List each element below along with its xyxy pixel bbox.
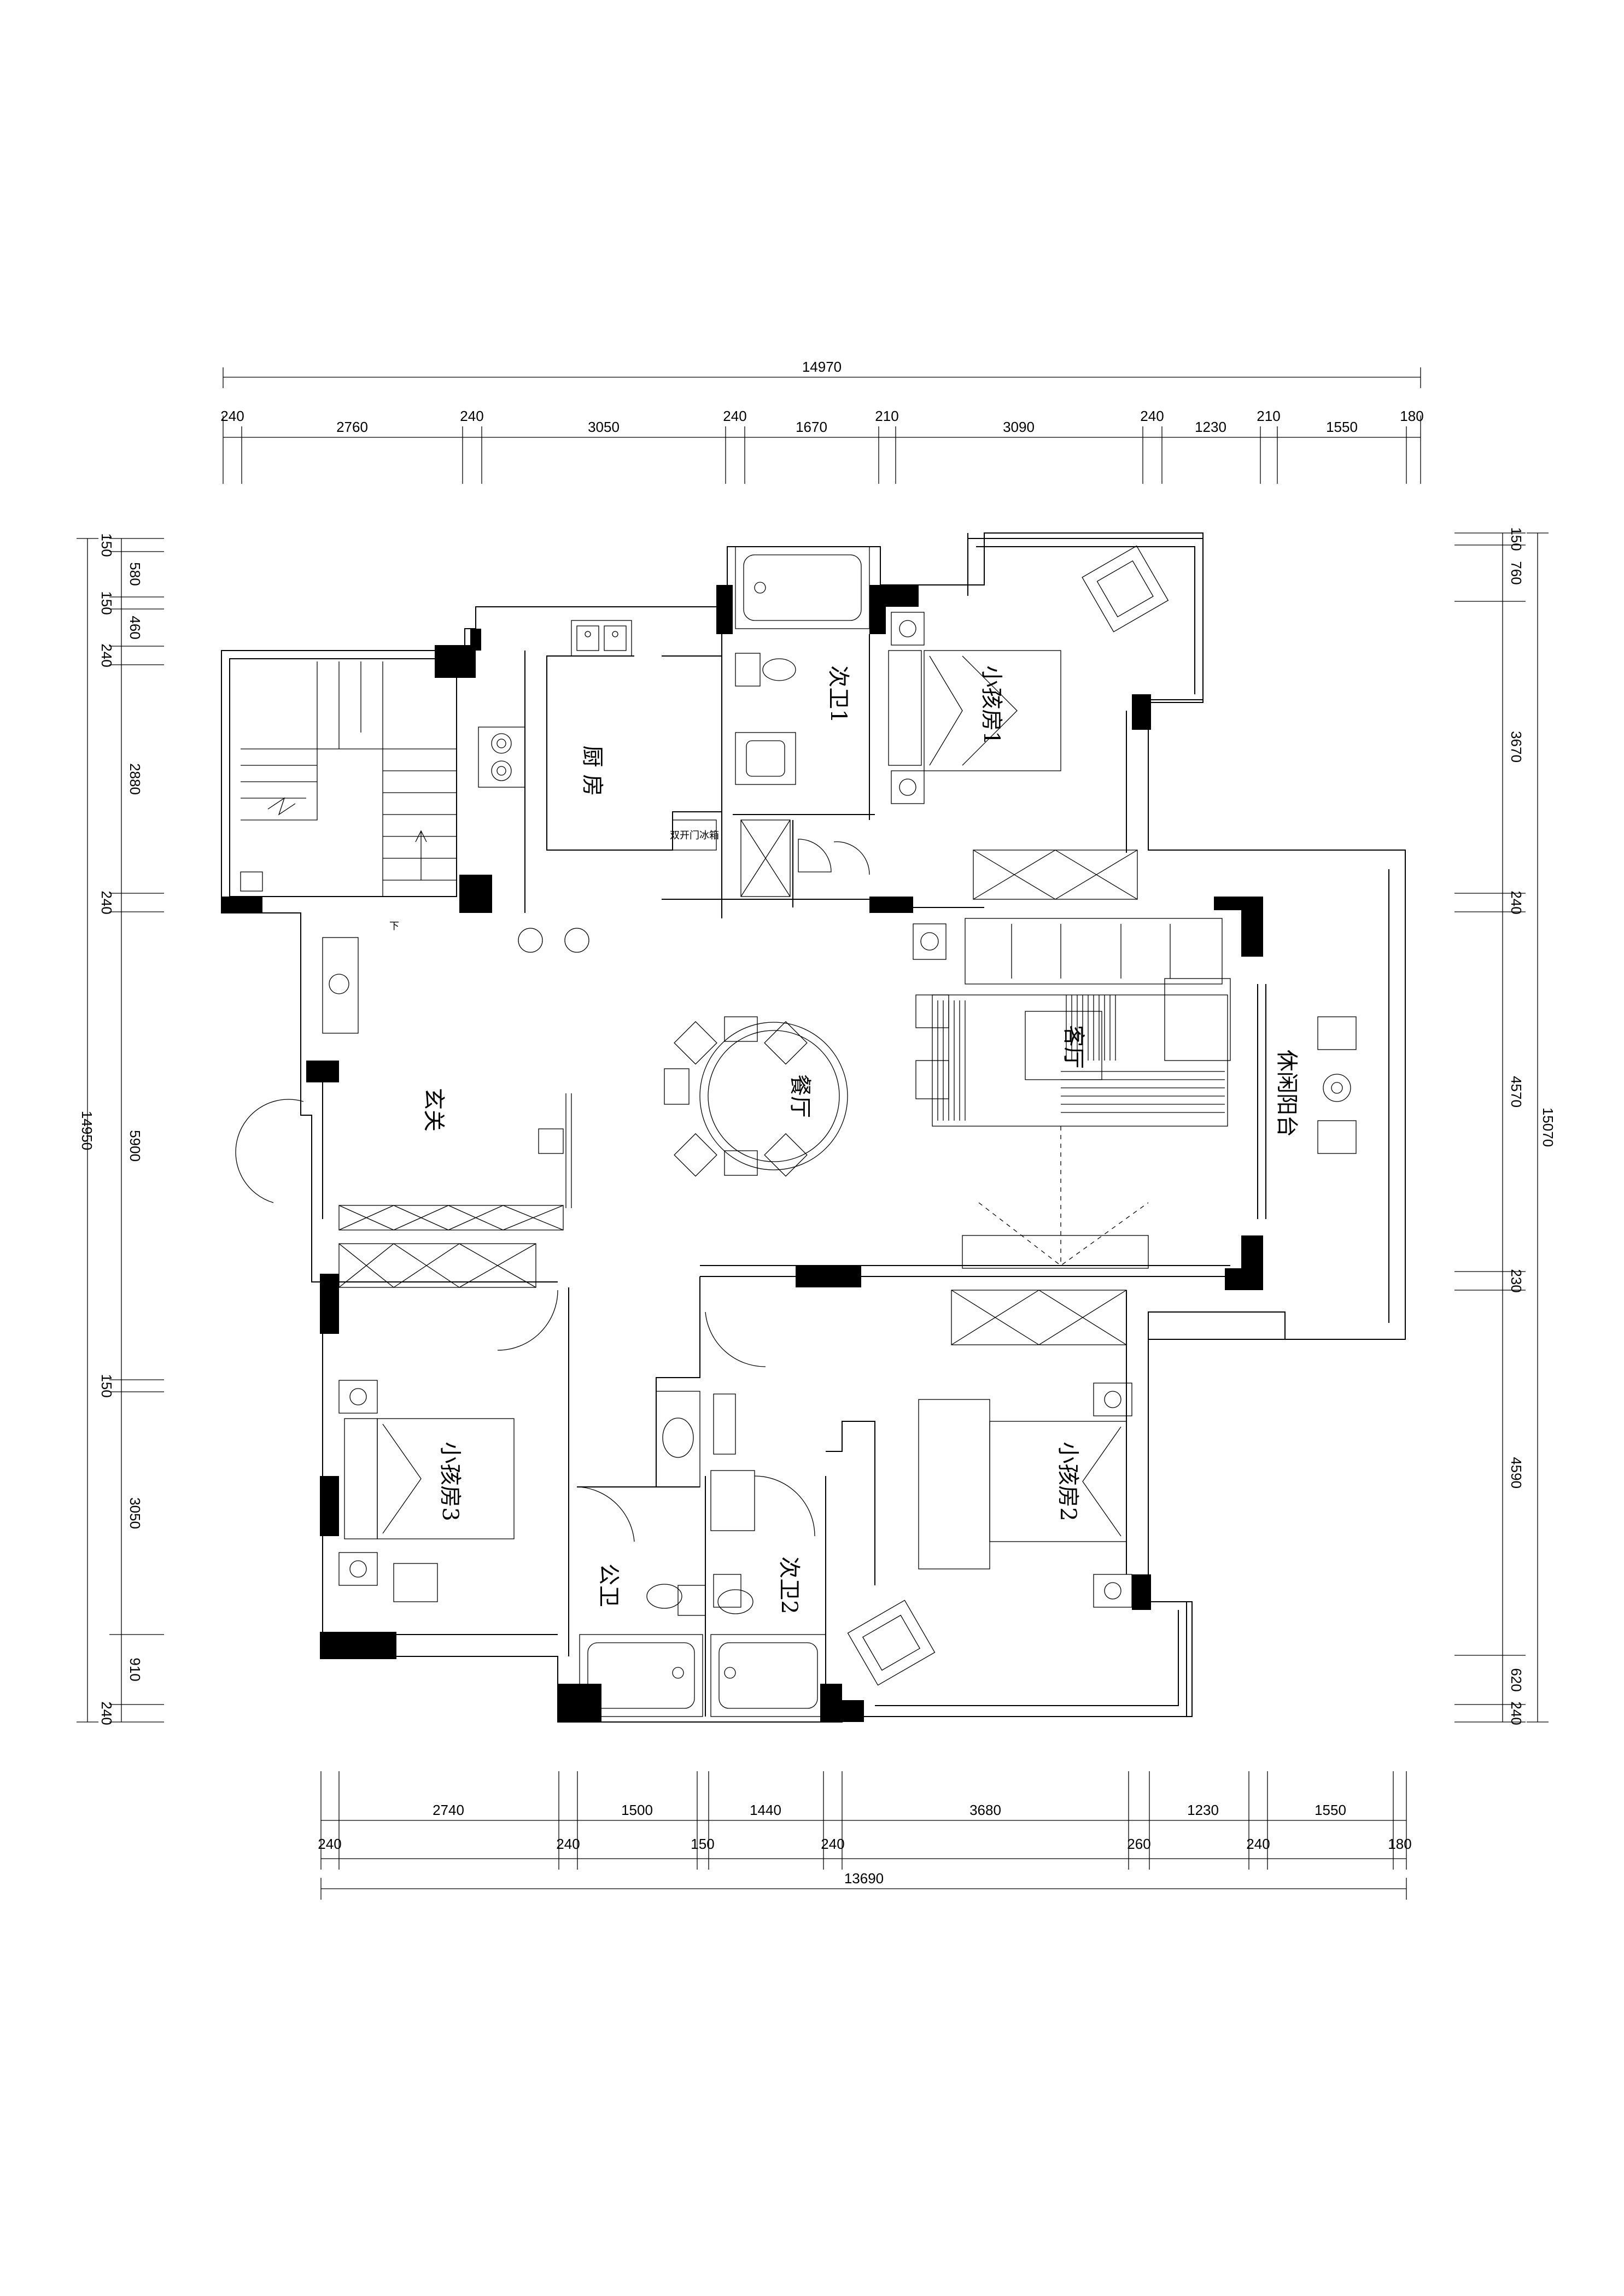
wall-columns [221,585,1263,1722]
bottom-upper-dim-3: 1440 [750,1802,781,1818]
top-dim-2: 2760 [336,419,368,435]
right-dim-4: 240 [1508,891,1524,914]
bottom-upper-dim-4: 3680 [969,1802,1001,1818]
living-label: 客厅 [1061,1025,1086,1069]
top-dim-13: 180 [1400,408,1423,424]
top-dimensions: 14970 240 2760 240 3050 240 1670 210 309… [220,359,1424,484]
left-dim-11: 910 [127,1657,143,1681]
top-dim-5: 240 [723,408,746,424]
balcony-label: 休闲阳台 [1274,1050,1299,1137]
left-dim-6: 2880 [127,763,143,795]
right-dim-3: 3670 [1508,731,1524,763]
top-dim-11: 210 [1257,408,1280,424]
bottom-lower-dim-3: 150 [691,1836,714,1852]
foyer: 玄关 [235,937,572,1288]
kid-room-1: 小孩房1 [888,545,1169,900]
bottom-lower-dim-6: 240 [1246,1836,1270,1852]
left-dim-7: 240 [98,891,115,914]
left-total-dim: 14950 [79,1111,95,1150]
bottom-lower-dim-5: 260 [1127,1836,1150,1852]
public-wc-label: 公卫 [596,1563,621,1607]
bottom-upper-dim-2: 1500 [621,1802,653,1818]
right-dim-2: 760 [1508,561,1524,584]
right-dim-1: 150 [1508,527,1524,550]
bottom-dimensions: 2740 1500 1440 3680 1230 1550 240 240 15… [318,1771,1412,1900]
dining: 餐厅 [518,928,848,1177]
top-dim-9: 240 [1140,408,1164,424]
kid2-label: 小孩房2 [1055,1442,1080,1521]
left-dim-1: 150 [98,533,115,557]
bottom-lower-dim-7: 180 [1388,1836,1411,1852]
right-dim-8: 620 [1508,1668,1524,1691]
left-dim-3: 150 [98,591,115,614]
kid-room-2: 小孩房2 [705,1290,1132,1686]
right-dim-6: 230 [1508,1269,1524,1292]
left-dim-8: 5900 [127,1130,143,1162]
kid3-label: 小孩房3 [437,1442,463,1521]
foyer-label: 玄关 [421,1088,446,1132]
right-dim-5: 4570 [1508,1076,1524,1108]
balcony: 休闲阳台 [1274,1016,1357,1154]
top-dim-7: 210 [875,408,898,424]
right-total-dim: 15070 [1540,1108,1556,1147]
kid1-label: 小孩房1 [979,665,1004,745]
left-dim-9: 150 [98,1374,115,1397]
walls [221,532,1406,1723]
left-dim-12: 240 [98,1701,115,1725]
living-room: 客厅 [913,918,1231,1269]
bath-2: 次卫2 [710,1393,826,1717]
bath1-label: 次卫1 [826,665,851,723]
bottom-upper-dim-1: 2740 [433,1802,464,1818]
top-dim-4: 3050 [588,419,620,435]
top-dim-6: 1670 [796,419,827,435]
left-dimensions: 14950 150 580 150 460 240 2880 240 5900 … [77,533,164,1725]
fridge-label: 双开门冰箱 [670,830,719,841]
bath2-label: 次卫2 [776,1556,802,1614]
bottom-lower-dim-4: 240 [821,1836,844,1852]
right-dim-7: 4590 [1508,1457,1524,1489]
top-dim-8: 3090 [1003,419,1035,435]
top-dim-1: 240 [220,408,244,424]
bottom-lower-dim-2: 240 [556,1836,580,1852]
kitchen: 双开门冰箱 厨 房 [478,620,719,851]
left-dim-4: 460 [127,616,143,639]
public-wc: 公卫 [579,1391,706,1717]
staircase: 下 [240,661,457,932]
left-dim-10: 3050 [127,1497,143,1529]
left-dim-5: 240 [98,643,115,667]
top-dim-12: 1550 [1326,419,1358,435]
kid-room-3: 小孩房3 [338,1290,558,1602]
kitchen-label: 厨 房 [580,746,605,796]
right-dimensions: 15070 150 760 3670 240 4570 230 4590 620… [1454,527,1556,1725]
bottom-upper-dim-5: 1230 [1187,1802,1219,1818]
right-dim-9: 240 [1508,1701,1524,1725]
bath-1: 次卫1 [735,546,870,897]
stair-down-label: 下 [389,921,399,932]
top-total-dim: 14970 [802,359,842,375]
top-dim-3: 240 [460,408,483,424]
bottom-lower-dim-1: 240 [318,1836,341,1852]
top-dim-10: 1230 [1195,419,1226,435]
left-dim-2: 580 [127,562,143,585]
dining-label: 餐厅 [787,1074,813,1118]
bottom-total-dim: 13690 [844,1870,884,1887]
bottom-upper-dim-6: 1550 [1315,1802,1346,1818]
